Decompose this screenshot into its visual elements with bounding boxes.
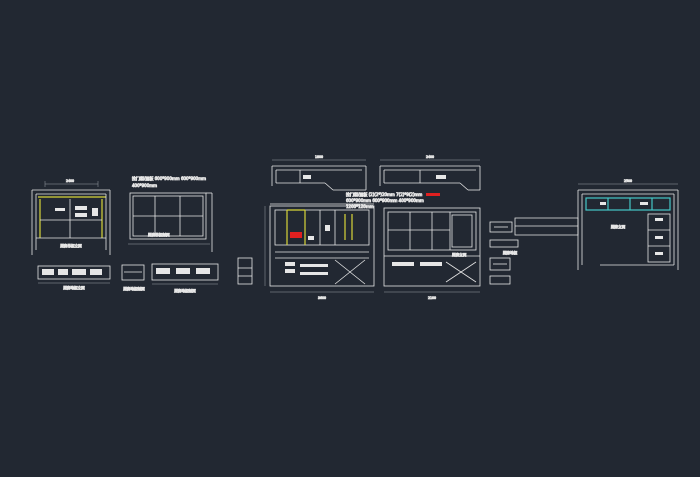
drawing-kitchen-elevation-main[interactable]: 3600 (264, 203, 375, 300)
caption: 厨房地柜剖面 (174, 288, 196, 293)
caption: 厨房立面 (611, 224, 626, 229)
note-text: 1200*120mm (346, 204, 374, 209)
caption: 厨房吊柜剖面 (148, 232, 170, 237)
dim-label: 3600 (318, 296, 326, 300)
drawing-top-elevation-a[interactable]: 1800 (271, 155, 367, 191)
drawing-lower-cabinet-strip-2[interactable]: 厨房地柜剖面 (151, 263, 219, 293)
drawing-small-column[interactable] (237, 257, 253, 285)
dim-label: 2400 (426, 155, 434, 159)
drawing-lower-cabinet-strip[interactable]: 厨房地柜立面 (37, 265, 111, 290)
drawing-kitchen-elevation-second[interactable]: 拉门柜/层板 (2)(2*)20mm 7(2)*9(2)mm 600*900mm… (346, 191, 481, 300)
drawing-kitchen-elevation-right[interactable]: 2500 厨房立面 (577, 179, 679, 270)
dim-label: 2500 (624, 179, 632, 183)
dim-label: 2100 (428, 296, 436, 300)
drawing-top-elevation-b[interactable]: 2400 (379, 155, 481, 191)
note-text: 400*900mm (132, 183, 157, 188)
caption: 厨房地柜立面 (63, 285, 85, 290)
dim-label: 1800 (315, 155, 323, 159)
drawing-upper-cabinet-section[interactable]: 拉门柜/层板 600*900mm 600*900mm 400*900mm 厨房吊… (128, 175, 213, 252)
red-highlight-block (290, 232, 302, 238)
caption: 厨房吊柜立面 (60, 243, 82, 248)
note-text: 600*900mm 600*900mm 400*900mm (346, 198, 424, 203)
note-text: 拉门柜/层板 600*900mm 600*900mm (132, 175, 206, 181)
drawing-small-section[interactable]: 厨房地柜剖面 (121, 264, 146, 291)
dim-label: 2400 (66, 179, 74, 183)
note-text: 拉门柜/层板 (2)(2*)20mm 7(2)*9(2)mm (346, 191, 422, 197)
caption: 厨房地柜剖面 (123, 286, 145, 291)
cyan-cabinet-band (585, 197, 671, 211)
drawing-upper-cabinet-elevation[interactable]: 2400 厨房吊柜立面 (31, 179, 111, 255)
red-mark (426, 193, 440, 196)
caption: 厨房地柜 (503, 250, 518, 255)
caption: 厨房立面 (452, 252, 467, 257)
